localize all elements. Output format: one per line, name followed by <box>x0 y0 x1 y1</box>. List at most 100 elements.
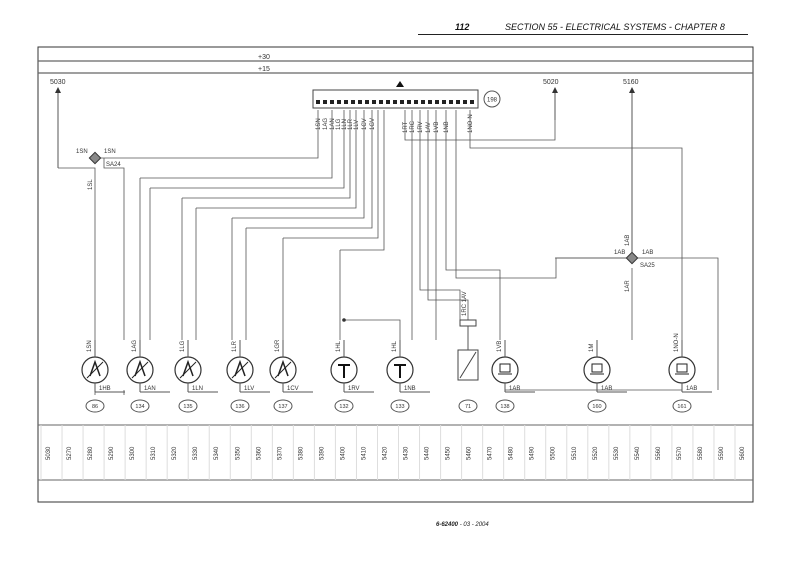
component-top-label: 1VB <box>497 341 503 352</box>
splice-node-sa24: 1SN 1SN SA24 1SL <box>76 149 121 190</box>
component-bottom-label: 1NB <box>404 386 416 392</box>
grid-number: 5400 <box>340 446 346 460</box>
footer: 6-62400 - 03 - 2004 <box>436 522 489 528</box>
sensor-icon <box>676 363 688 373</box>
grid-number: 5570 <box>677 446 683 460</box>
connector-pin <box>351 100 355 104</box>
component-ref-label: 161 <box>677 404 686 410</box>
component-bottom-label: 1AB <box>509 386 520 392</box>
connector-wire-label: 1SN <box>316 118 322 130</box>
terminal-label: 5020 <box>543 79 559 86</box>
sensor-icon <box>499 363 511 373</box>
connector-pin <box>414 100 418 104</box>
grid-number: 5370 <box>277 446 283 460</box>
connector-wire-label: 1LG <box>336 118 342 130</box>
sensor-icon <box>591 363 603 373</box>
grid-number: 5510 <box>572 446 578 460</box>
sensor-slash <box>459 351 477 379</box>
section-title: SECTION 55 - ELECTRICAL SYSTEMS - CHAPTE… <box>505 22 725 32</box>
grid-number: 5490 <box>530 446 536 460</box>
connector-wire-label: 1GV <box>370 118 376 130</box>
grid-number: 5600 <box>740 446 746 460</box>
component-ref-circle <box>458 399 478 413</box>
grid-number: 5520 <box>593 446 599 460</box>
component-ref-circle <box>273 399 293 413</box>
component-top-label: 1HL <box>336 340 342 352</box>
component-body <box>491 356 519 384</box>
connector-pin <box>407 100 411 104</box>
lamp-slash <box>179 361 197 379</box>
connector-pin <box>421 100 425 104</box>
junction-dot <box>342 318 346 322</box>
grid-number: 5360 <box>256 446 262 460</box>
terminal-arrow <box>552 87 558 93</box>
node-id: SA25 <box>640 263 655 269</box>
grid-number: 5480 <box>509 446 515 460</box>
connector-pin <box>400 100 404 104</box>
grid-number: 5280 <box>88 446 94 460</box>
connector-pin <box>470 100 474 104</box>
component-ref-label: 86 <box>92 404 98 410</box>
rail-15-label: +15 <box>258 66 270 73</box>
terminal-arrow <box>629 87 635 93</box>
component-bottom-label: 1AB <box>686 386 697 392</box>
connector-body <box>312 89 479 109</box>
node-label: 1SN <box>76 149 88 155</box>
grid-number: 5580 <box>698 446 704 460</box>
component-bottom-label: 1RV <box>348 386 360 392</box>
node-label: 1AR <box>625 280 631 292</box>
node-label: 1AB <box>625 235 631 246</box>
connector-pin <box>428 100 432 104</box>
connector-plug <box>459 319 477 327</box>
grid-number: 5330 <box>193 446 199 460</box>
component-bottom-label: 1AN <box>144 386 156 392</box>
component-ref-label: 71 <box>465 404 471 410</box>
component-top-label: 1M <box>589 344 595 352</box>
grid-number: 5530 <box>614 446 620 460</box>
terminal-label: 5160 <box>623 79 639 86</box>
lamp-slash <box>231 361 249 379</box>
connector-wire-label: 1LV <box>354 120 360 130</box>
grid-number: 5460 <box>467 446 473 460</box>
grid-number: 5430 <box>404 446 410 460</box>
connector-pin <box>442 100 446 104</box>
connector-wire-label: 1VB <box>434 122 440 133</box>
connector-pin <box>393 100 397 104</box>
component-ref-circle <box>587 399 607 413</box>
connector-pin <box>435 100 439 104</box>
terminal-arrow <box>55 87 61 93</box>
rail-30-label: +30 <box>258 54 270 61</box>
connector-wire-label: 1AN <box>330 118 336 130</box>
connector-wire-label: 1LN <box>342 119 348 130</box>
lamp-icon <box>89 359 101 377</box>
lamp-slash <box>86 361 104 379</box>
connector-wire-label: 1AV <box>426 122 432 133</box>
component-ref-label: 135 <box>183 404 192 410</box>
grid-number: 5030 <box>46 446 52 460</box>
connector-ref-label: 198 <box>487 98 498 104</box>
component-top-label: 1GR <box>275 339 281 352</box>
component-top-label: 1RC 1AV <box>462 291 468 316</box>
lamp-icon <box>182 359 194 377</box>
connector-wire-label: 1AG <box>323 118 329 130</box>
component-top-label: 1AG <box>132 340 138 352</box>
lamp-icon <box>134 359 146 377</box>
connector-wire-label: 1RT <box>403 121 409 133</box>
connector-pin <box>386 100 390 104</box>
connector-pin <box>456 100 460 104</box>
component-ref-label: 137 <box>278 404 287 410</box>
terminal-label: 5030 <box>50 79 66 86</box>
component-top-label: 1LG <box>180 340 186 352</box>
grid-number: 5420 <box>382 446 388 460</box>
grid-number: 5350 <box>235 446 241 460</box>
component-71: 1RC 1AV 71 <box>457 291 479 413</box>
header-rule <box>418 34 748 35</box>
component-ref-label: 133 <box>395 404 404 410</box>
